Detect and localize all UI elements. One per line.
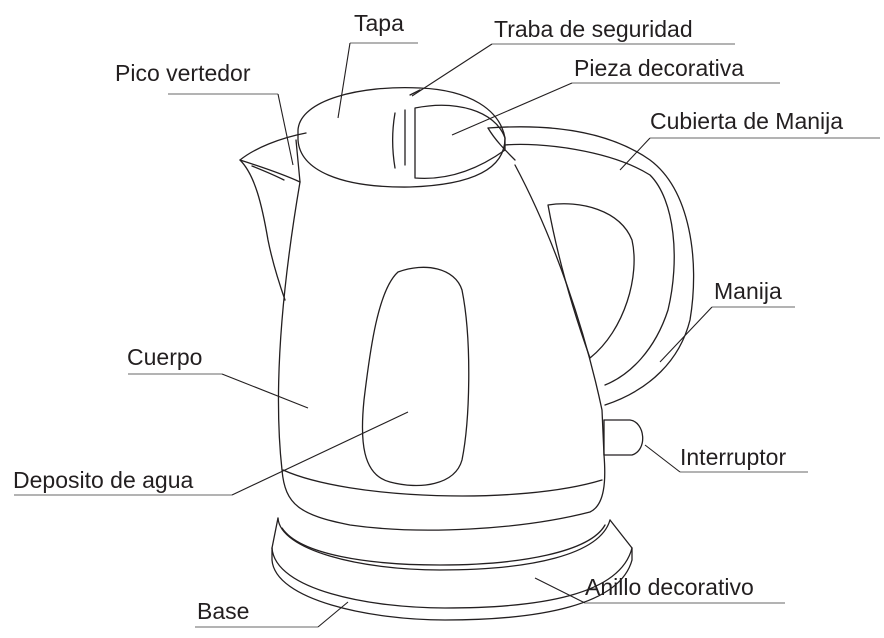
label-pieza-decorativa: Pieza decorativa xyxy=(574,55,745,81)
label-base: Base xyxy=(197,598,250,624)
label-traba-de-seguridad: Traba de seguridad xyxy=(494,16,693,42)
label-manija: Manija xyxy=(714,278,782,304)
label-tapa: Tapa xyxy=(354,10,404,36)
kettle-body xyxy=(277,164,606,531)
decorative-piece-drawing xyxy=(414,104,506,180)
spout-drawing xyxy=(239,132,307,301)
switch-drawing xyxy=(603,419,644,456)
label-cubierta-de-manija: Cubierta de Manija xyxy=(650,108,844,134)
leader-lines xyxy=(14,42,880,628)
label-deposito-de-agua: Deposito de agua xyxy=(13,467,194,493)
label-anillo-decorativo: Anillo decorativo xyxy=(585,574,754,600)
label-interruptor: Interruptor xyxy=(680,444,787,470)
lid-drawing xyxy=(297,86,506,188)
base-drawing xyxy=(271,517,633,621)
label-pico-vertedor: Pico vertedor xyxy=(115,60,251,86)
water-window-drawing xyxy=(361,266,470,487)
label-cuerpo: Cuerpo xyxy=(127,344,203,370)
handle-drawing xyxy=(487,126,695,406)
